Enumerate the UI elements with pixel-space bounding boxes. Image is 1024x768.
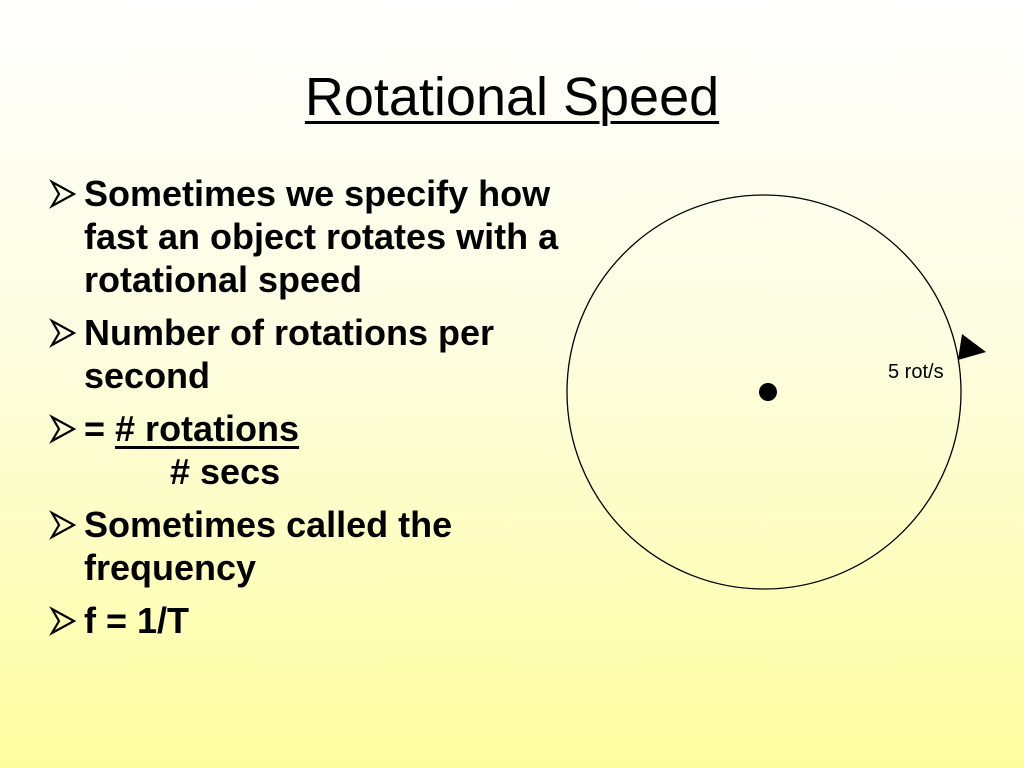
bullet-item: Sometimes we specify how fast an object …: [48, 172, 568, 301]
slide-title-text: Rotational Speed: [304, 67, 720, 127]
formula-prefix: =: [84, 408, 116, 449]
rotation-diagram: [566, 194, 986, 590]
arrow-bullet-icon: [49, 414, 77, 444]
bullet-item: Number of rotations per second: [48, 311, 568, 397]
bullet-list: Sometimes we specify how fast an object …: [48, 172, 568, 652]
bullet-text: f = 1/T: [84, 600, 190, 641]
bullet-item: = # rotations # secs: [48, 407, 568, 493]
bullet-text: Sometimes called the frequency: [84, 504, 453, 588]
bullet-text: Number of rotations per second: [84, 312, 495, 396]
bullet-text: Sometimes we specify how fast an object …: [84, 173, 559, 300]
circle-path: [566, 194, 962, 590]
slide-title: Rotational Speed: [0, 62, 1024, 132]
bullet-item: f = 1/T: [48, 599, 568, 642]
arrow-bullet-icon: [49, 318, 77, 348]
direction-arrow-icon: [958, 334, 986, 360]
arrow-bullet-icon: [49, 606, 77, 636]
formula-numerator: # rotations: [115, 408, 300, 449]
arrow-bullet-icon: [49, 179, 77, 209]
bullet-item: Sometimes called the frequency: [48, 503, 568, 589]
center-dot-icon: [759, 383, 777, 401]
arrow-bullet-icon: [49, 510, 77, 540]
speed-label: 5 rot/s: [888, 361, 944, 383]
formula-denominator: # secs: [170, 451, 281, 492]
